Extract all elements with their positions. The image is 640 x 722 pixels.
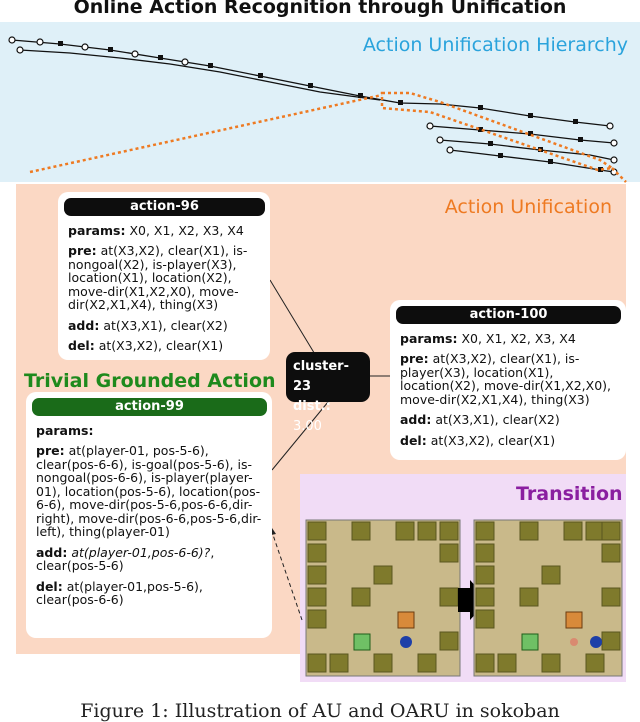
card-96-del: del: at(X3,X2), clear(X1): [68, 338, 224, 353]
hierarchy-leaves: [8, 36, 618, 176]
cluster-dist: dist.: 3.00: [293, 399, 331, 434]
cluster-highlight: [380, 91, 616, 172]
unification-title: Action Unification: [444, 196, 612, 218]
card-96-header: action-96: [64, 198, 265, 216]
card-96-params: params: X0, X1, X2, X3, X4: [68, 222, 244, 238]
goal-marker-after: [570, 638, 578, 646]
card-96-add: add: at(X3,X1), clear(X2): [68, 317, 228, 333]
card-100-header: action-100: [396, 306, 621, 324]
card-99-header: action-99: [32, 398, 267, 416]
cluster-node: cluster-23 dist.: 3.00: [286, 352, 370, 434]
card-100-params: params: X0, X1, X2, X3, X4: [400, 330, 576, 346]
card-99-add: add: at(player-01,pos-6-6)?, clear(pos-5…: [36, 544, 215, 573]
hierarchy-title: Action Unification Hierarchy: [362, 34, 628, 56]
card-96-pre: pre: at(X3,X2), clear(X1), is-nongoal(X2…: [68, 243, 248, 312]
state-before: [305, 519, 461, 677]
card-99-del: del: at(player-01,pos-5-6), clear(pos-6-…: [36, 578, 203, 607]
state-after: [473, 519, 623, 677]
card-100-add: add: at(X3,X1), clear(X2): [400, 412, 560, 427]
action-card-99: action-99 params: pre: at(player-01, pos…: [26, 392, 272, 638]
goal-box-after: [521, 633, 539, 651]
edge-96-cluster: [269, 279, 317, 357]
box-after: [565, 611, 583, 629]
action-card-100: action-100 params: X0, X1, X2, X3, X4 pr…: [390, 300, 626, 460]
zoom-line-left: [29, 93, 383, 174]
figure-caption: Figure 1: Illustration of AU and OARU in…: [80, 700, 560, 722]
card-99-pre: pre: at(player-01, pos-5-6), clear(pos-6…: [36, 443, 262, 539]
box-before: [397, 611, 415, 629]
trivial-title: Trivial Grounded Action: [24, 370, 276, 392]
cluster-name: cluster-23: [293, 359, 349, 394]
action-card-96: action-96 params: X0, X1, X2, X3, X4 pre…: [58, 192, 270, 360]
edge-transition-99: [271, 531, 303, 621]
transition-arrow: [458, 580, 488, 620]
transition-title: Transition: [516, 483, 623, 505]
player-after: [590, 636, 602, 648]
figure-title: Online Action Recognition through Unific…: [73, 0, 567, 18]
card-100-pre: pre: at(X3,X2), clear(X1), is-player(X3)…: [400, 351, 612, 407]
goal-box-before: [353, 633, 371, 651]
card-100-del: del: at(X3,X2), clear(X1): [400, 432, 556, 448]
edge-cluster-99: [271, 401, 329, 471]
player-before: [400, 636, 412, 648]
hierarchy-tree: [11, 39, 615, 173]
card-99-params: params:: [36, 422, 94, 438]
